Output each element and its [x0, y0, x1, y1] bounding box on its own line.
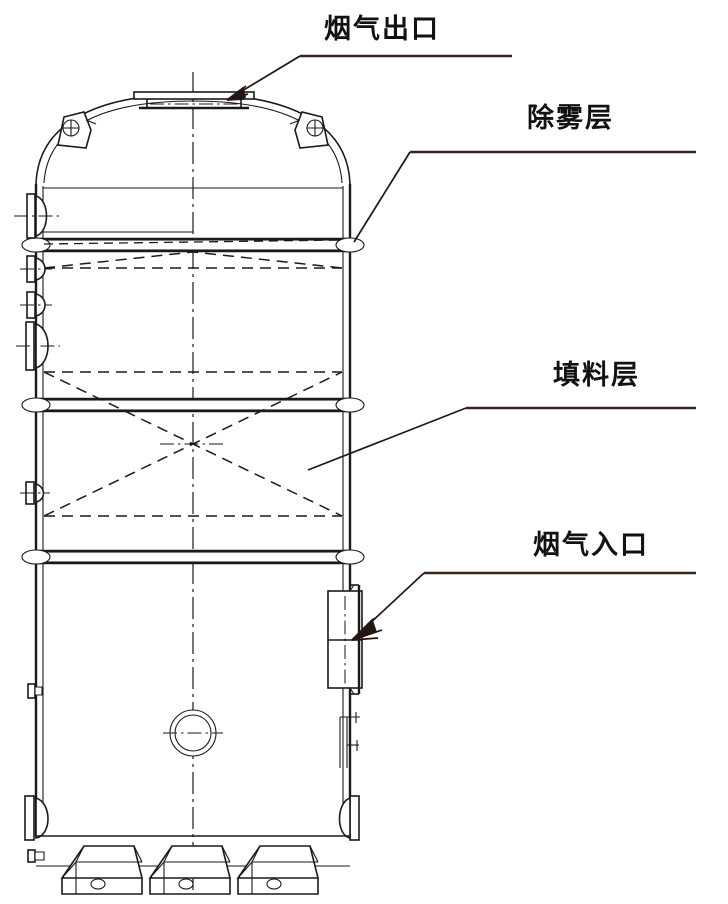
side-nozzle-1	[14, 193, 60, 239]
callout-label-flue-gas-inlet: 烟气入口	[533, 530, 649, 561]
side-nozzle-3	[20, 291, 52, 319]
support-leg-left	[60, 845, 144, 895]
support-leg-right	[236, 845, 320, 895]
lifting-lug-right	[289, 111, 329, 149]
top-flange-nozzle	[133, 91, 255, 110]
ladder-bracket	[339, 712, 360, 768]
side-nozzle-2	[20, 255, 52, 283]
side-nozzle-4	[16, 321, 60, 371]
side-nozzle-7	[24, 795, 49, 841]
tower-shell	[34, 184, 352, 836]
packing-bed	[43, 371, 343, 517]
callout-label-packing-layer: 填料层	[553, 360, 640, 391]
leader-flue-gas-inlet	[351, 571, 696, 641]
leader-packing-layer	[307, 406, 696, 471]
callout-label-flue-gas-outlet: 烟气出口	[324, 14, 440, 45]
side-nozzle-8	[27, 849, 45, 863]
demister-support-ring	[21, 237, 365, 253]
leader-demister-layer	[353, 150, 696, 243]
side-nozzle-5	[20, 481, 50, 505]
packing-support-ring-lower	[21, 549, 365, 565]
packing-support-ring-upper	[21, 397, 365, 413]
callout-label-demister-layer: 除雾层	[527, 103, 614, 134]
leader-flue-gas-outlet	[226, 54, 512, 101]
demister-bed	[43, 251, 343, 269]
manhole	[163, 709, 223, 757]
side-nozzle-6	[27, 683, 43, 699]
support-leg-center	[148, 845, 232, 895]
right-nozzle-bottom	[338, 795, 360, 841]
lifting-lug-left	[57, 111, 97, 149]
